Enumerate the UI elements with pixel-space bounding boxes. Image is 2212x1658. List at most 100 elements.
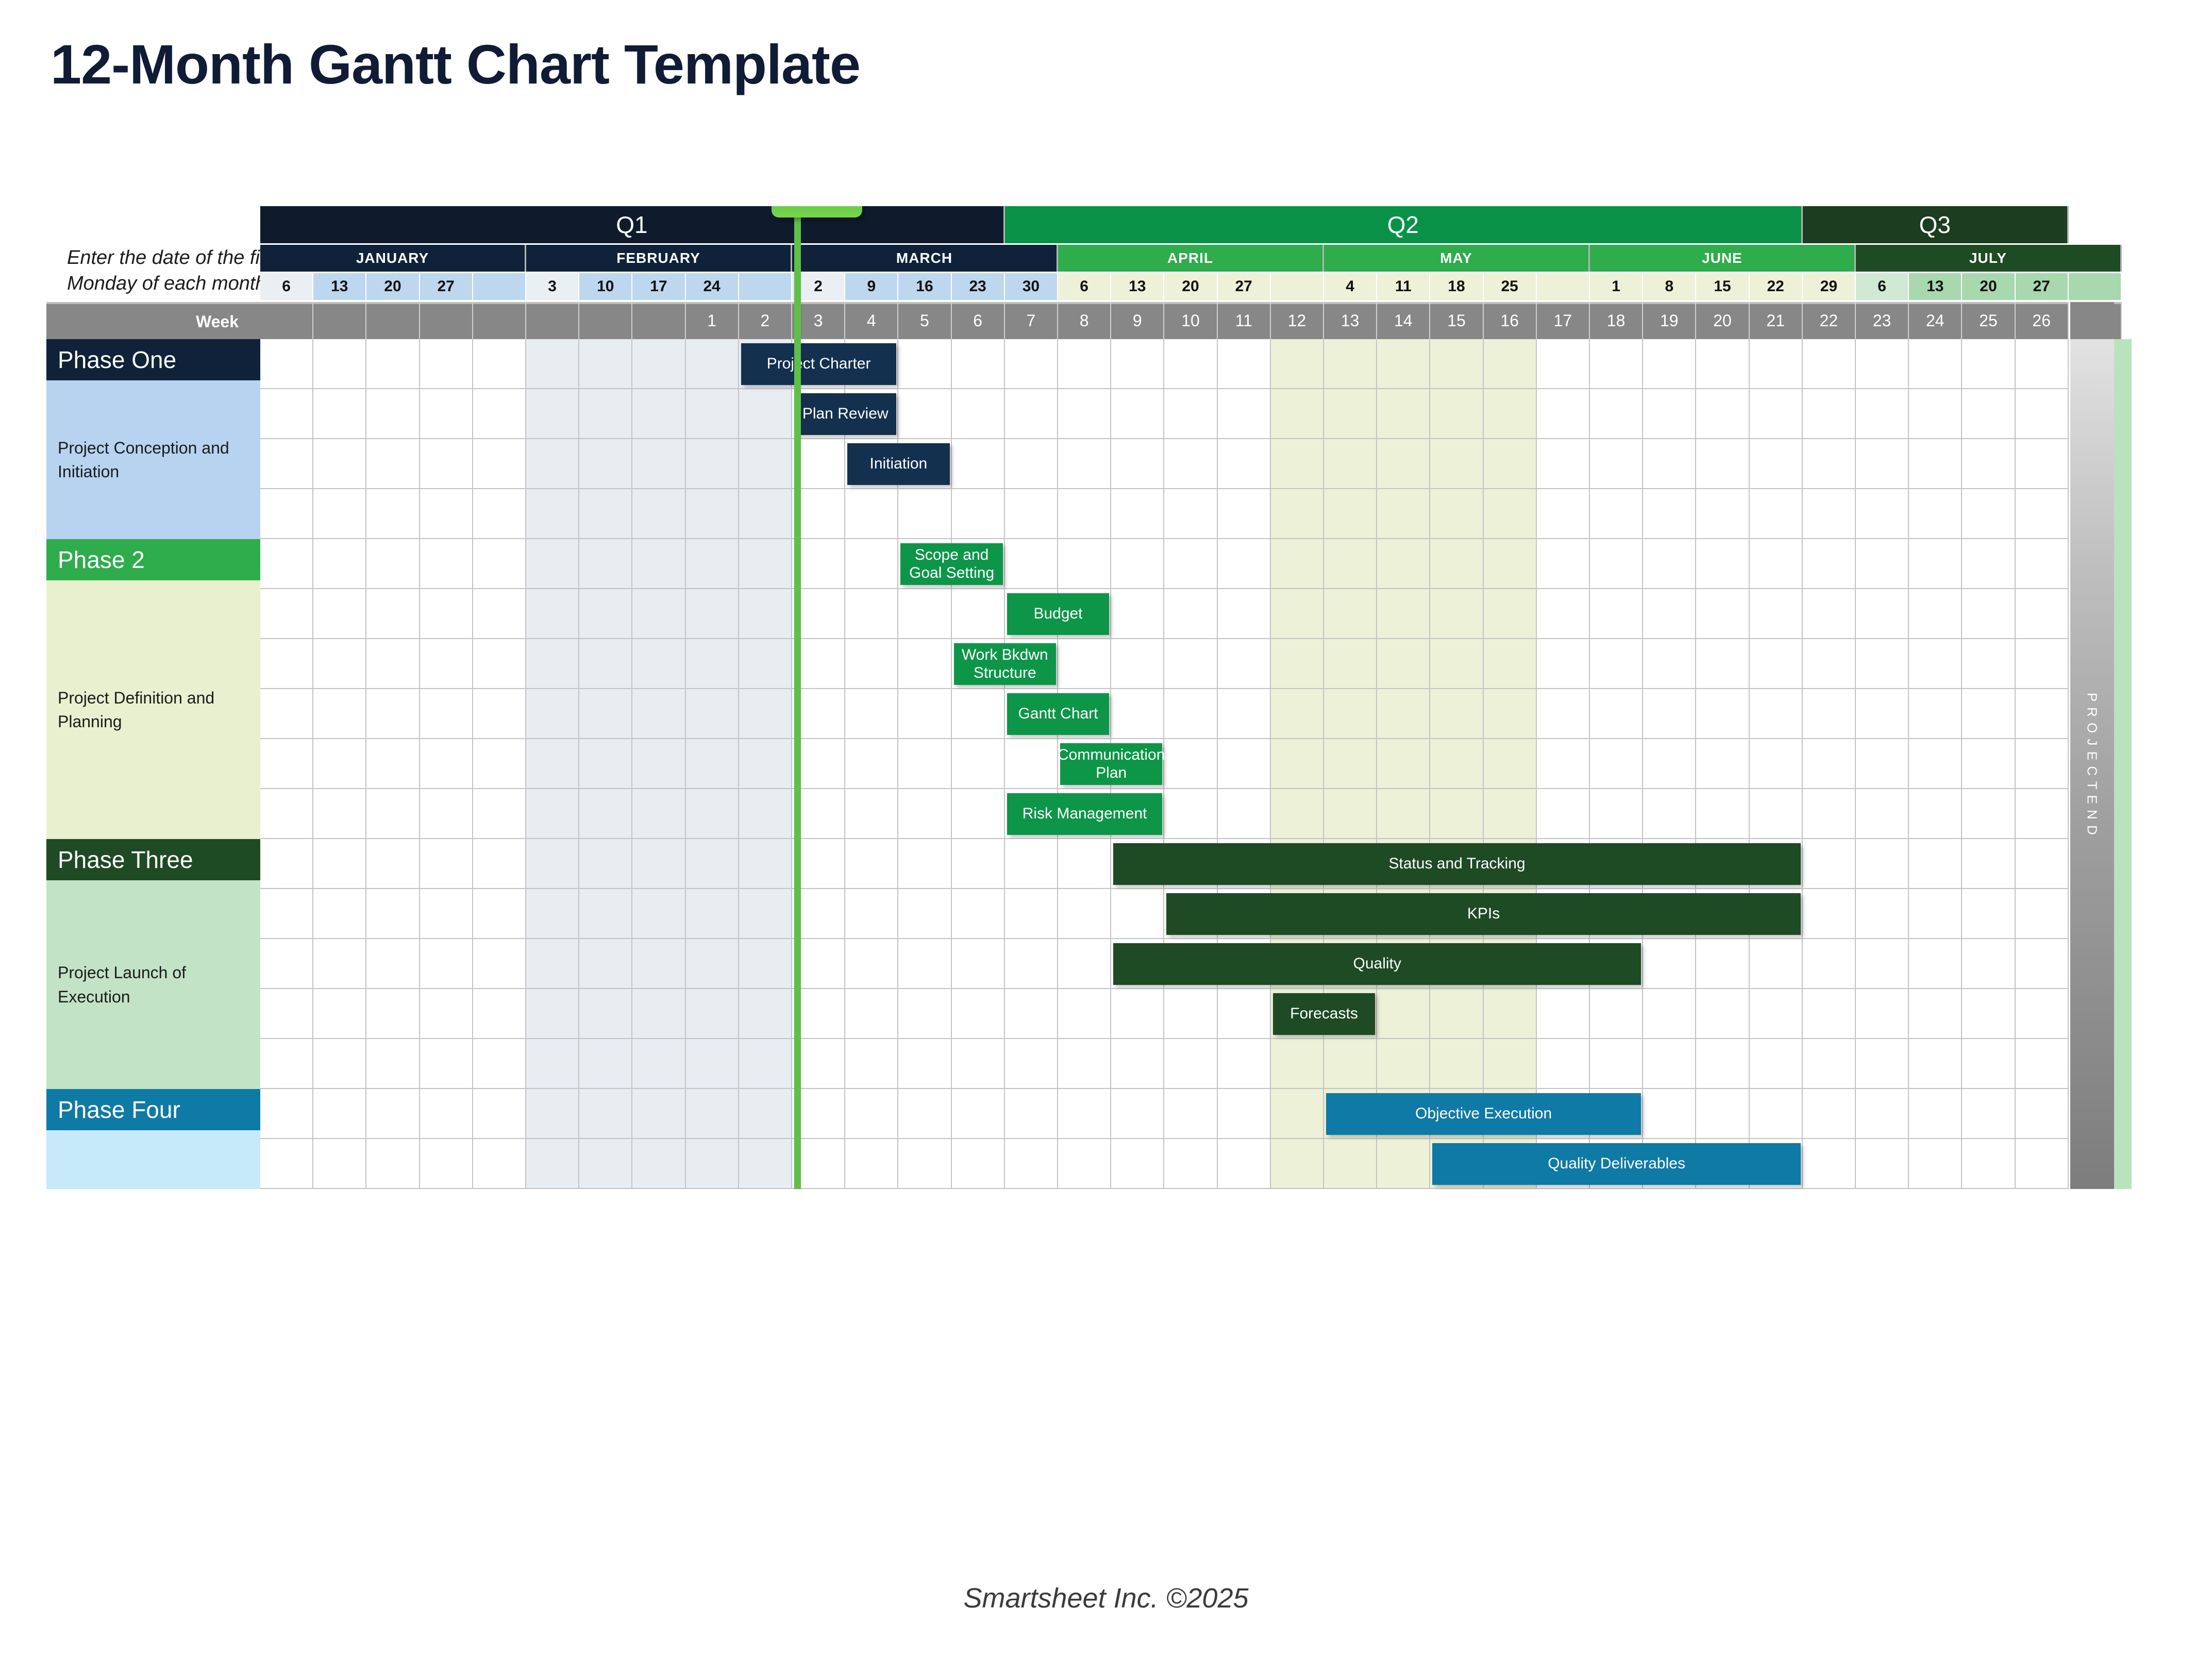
grid-cell[interactable] xyxy=(1377,439,1431,489)
grid-cell[interactable] xyxy=(1802,1139,1856,1189)
grid-cell[interactable] xyxy=(951,339,1005,389)
grid-cell[interactable] xyxy=(898,839,952,889)
grid-cell[interactable] xyxy=(845,939,899,989)
grid-cell[interactable] xyxy=(313,789,367,839)
grid-cell[interactable] xyxy=(632,689,686,739)
date-cell[interactable]: 8 xyxy=(1643,273,1697,300)
grid-cell[interactable] xyxy=(1962,339,2016,389)
grid-cell[interactable] xyxy=(1058,339,1112,389)
date-cell[interactable]: 15 xyxy=(1696,273,1750,300)
grid-cell[interactable] xyxy=(1856,439,1909,489)
grid-cell[interactable] xyxy=(685,689,739,739)
grid-cell[interactable] xyxy=(1217,639,1271,689)
grid-cell[interactable] xyxy=(1004,1139,1058,1189)
date-cell[interactable]: 25 xyxy=(1483,273,1537,300)
grid-cell[interactable] xyxy=(366,739,420,789)
date-cell[interactable]: 6 xyxy=(260,273,314,300)
grid-cell[interactable] xyxy=(526,339,580,389)
grid-cell[interactable] xyxy=(1430,439,1484,489)
grid-cell[interactable] xyxy=(685,839,739,889)
grid-cell[interactable] xyxy=(632,389,686,439)
grid-cell[interactable] xyxy=(792,739,846,789)
grid-cell[interactable] xyxy=(1324,339,1378,389)
grid-cell[interactable] xyxy=(420,989,473,1039)
grid-cell[interactable] xyxy=(1856,589,1909,639)
grid-cell[interactable] xyxy=(1377,639,1431,689)
grid-cell[interactable] xyxy=(1909,489,1963,539)
grid-cell[interactable] xyxy=(1536,439,1590,489)
grid-cell[interactable] xyxy=(1909,589,1963,639)
date-cell[interactable]: 6 xyxy=(1856,273,1909,300)
grid-cell[interactable] xyxy=(366,689,420,739)
grid-cell[interactable] xyxy=(792,589,846,639)
grid-cell[interactable] xyxy=(1111,1139,1165,1189)
grid-cell[interactable] xyxy=(1590,489,1644,539)
grid-cell[interactable] xyxy=(1962,389,2016,439)
grid-cell[interactable] xyxy=(1643,439,1697,489)
grid-cell[interactable] xyxy=(366,589,420,639)
grid-cell[interactable] xyxy=(420,789,473,839)
grid-cell[interactable] xyxy=(1590,739,1644,789)
grid-cell[interactable] xyxy=(792,689,846,739)
task-bar[interactable]: Objective Execution xyxy=(1326,1093,1641,1135)
grid-cell[interactable] xyxy=(1962,589,2016,639)
grid-cell[interactable] xyxy=(845,889,899,939)
grid-cell[interactable] xyxy=(1962,1089,2016,1139)
grid-cell[interactable] xyxy=(420,739,473,789)
grid-cell[interactable] xyxy=(632,989,686,1039)
grid-cell[interactable] xyxy=(1004,1039,1058,1089)
grid-cell[interactable] xyxy=(1004,939,1058,989)
date-cell[interactable]: 1 xyxy=(1590,273,1644,300)
grid-cell[interactable] xyxy=(632,589,686,639)
grid-cell[interactable] xyxy=(260,889,314,939)
grid-cell[interactable] xyxy=(951,489,1005,539)
grid-cell[interactable] xyxy=(526,939,580,989)
grid-cell[interactable] xyxy=(1749,689,1803,739)
grid-cell[interactable] xyxy=(1909,339,1963,389)
grid-cell[interactable] xyxy=(1749,1039,1803,1089)
grid-cell[interactable] xyxy=(1802,939,1856,989)
grid-cell[interactable] xyxy=(1111,889,1165,939)
grid-cell[interactable] xyxy=(579,1139,633,1189)
grid-cell[interactable] xyxy=(1749,789,1803,839)
grid-cell[interactable] xyxy=(1590,1039,1644,1089)
grid-cell[interactable] xyxy=(1643,489,1697,539)
grid-cell[interactable] xyxy=(420,589,473,639)
grid-cell[interactable] xyxy=(1483,689,1537,739)
grid-cell[interactable] xyxy=(1962,889,2016,939)
grid-cell[interactable] xyxy=(898,1139,952,1189)
grid-cell[interactable] xyxy=(845,839,899,889)
grid-cell[interactable] xyxy=(526,439,580,489)
grid-cell[interactable] xyxy=(1856,1039,1909,1089)
grid-cell[interactable] xyxy=(739,539,792,589)
grid-cell[interactable] xyxy=(1909,1139,1963,1189)
date-cell[interactable]: 13 xyxy=(1909,273,1963,300)
grid-cell[interactable] xyxy=(632,639,686,689)
grid-cell[interactable] xyxy=(579,489,633,539)
grid-cell[interactable] xyxy=(1696,639,1750,689)
grid-cell[interactable] xyxy=(313,439,367,489)
grid-cell[interactable] xyxy=(1430,339,1484,389)
grid-cell[interactable] xyxy=(1164,339,1218,389)
grid-cell[interactable] xyxy=(685,339,739,389)
grid-cell[interactable] xyxy=(1058,839,1112,889)
grid-cell[interactable] xyxy=(1696,789,1750,839)
grid-cell[interactable] xyxy=(1111,589,1165,639)
grid-cell[interactable] xyxy=(1270,689,1324,739)
grid-cell[interactable] xyxy=(420,639,473,689)
grid-cell[interactable] xyxy=(313,339,367,389)
grid-cell[interactable] xyxy=(1483,1039,1537,1089)
grid-cell[interactable] xyxy=(1217,539,1271,589)
grid-cell[interactable] xyxy=(1483,339,1537,389)
grid-cell[interactable] xyxy=(1270,639,1324,689)
grid-cell[interactable] xyxy=(1217,1089,1271,1139)
date-cell[interactable]: 27 xyxy=(420,273,473,300)
grid-cell[interactable] xyxy=(473,1039,526,1089)
grid-cell[interactable] xyxy=(1324,1139,1378,1189)
grid-cell[interactable] xyxy=(1962,439,2016,489)
grid-cell[interactable] xyxy=(1802,889,1856,939)
grid-cell[interactable] xyxy=(685,539,739,589)
grid-cell[interactable] xyxy=(739,639,792,689)
date-cell[interactable]: 4 xyxy=(1324,273,1378,300)
grid-cell[interactable] xyxy=(845,989,899,1039)
